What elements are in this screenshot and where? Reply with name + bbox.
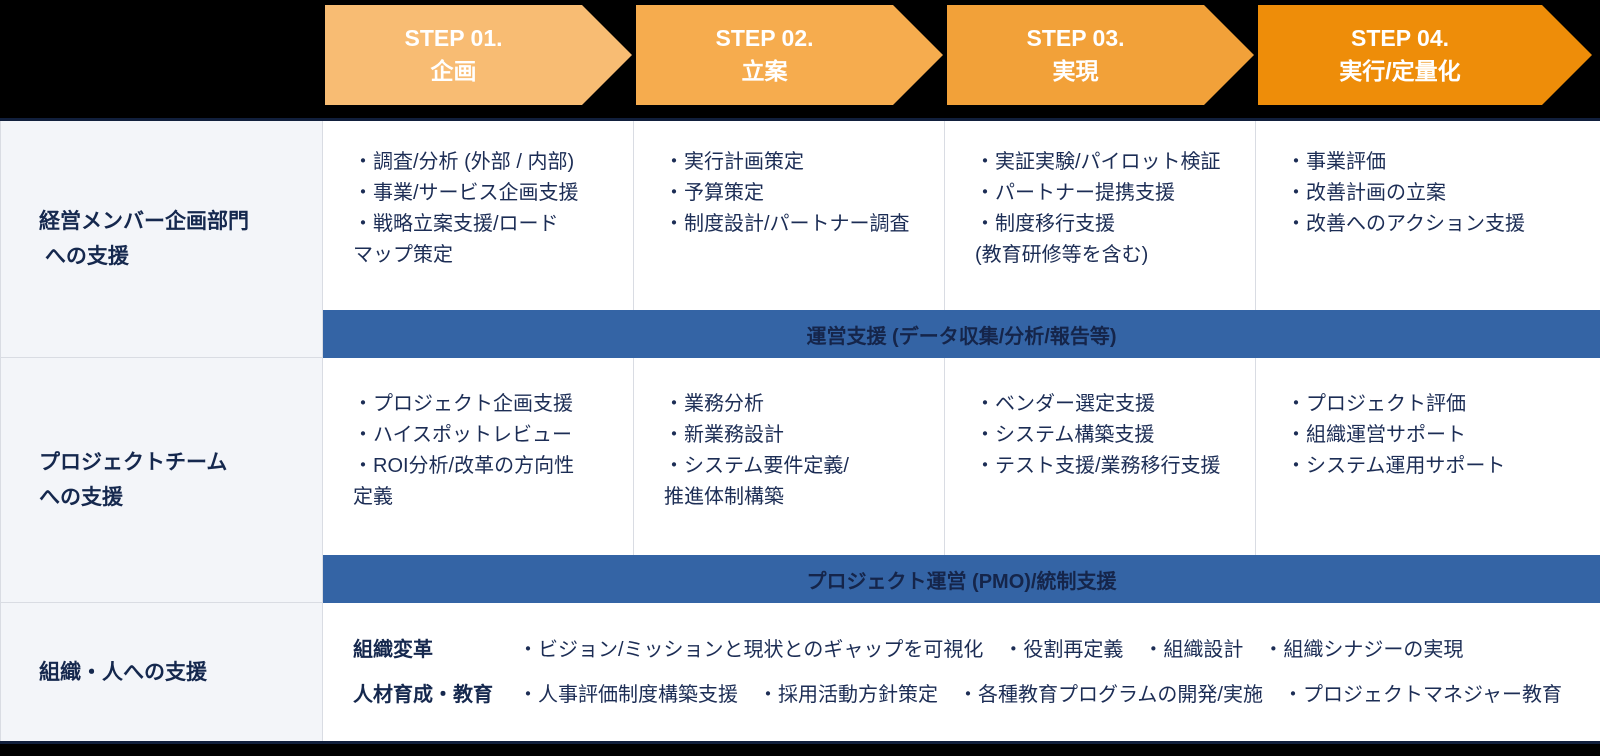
- org-transformation-heading: 組織変革: [353, 638, 433, 661]
- banner-operations-support: 運営支援 (データ収集/分析/報告等): [323, 310, 1600, 358]
- org-transformation-line: 組織変革 ・ビジョン/ミッションと現状とのギャップを可視化 ・役割再定義 ・組織…: [353, 635, 1600, 665]
- cell-org-people: 組織変革 ・ビジョン/ミッションと現状とのギャップを可視化 ・役割再定義 ・組織…: [323, 603, 1600, 741]
- step-arrow-2: STEP 02. 立案: [636, 5, 943, 105]
- cell-project-step2: ・業務分析 ・新業務設計 ・システム要件定義/ 推進体制構築: [634, 358, 945, 555]
- cell-management-step2: ・実行計画策定 ・予算策定 ・制度設計/パートナー調査: [634, 121, 945, 310]
- banner-pmo-support: プロジェクト運営 (PMO)/統制支援: [323, 555, 1600, 603]
- hr-development-line: 人材育成・教育 ・人事評価制度構築支援 ・採用活動方針策定 ・各種教育プログラム…: [353, 680, 1600, 710]
- table-top-border: [0, 118, 1600, 121]
- cell-management-step1: ・調査/分析 (外部 / 内部) ・事業/サービス企画支援 ・戦略立案支援/ロー…: [323, 121, 634, 310]
- step-2-title: STEP 02.: [715, 25, 814, 51]
- step-1-subtitle: 企画: [430, 58, 477, 84]
- cell-project-step4: ・プロジェクト評価 ・組織運営サポート ・システム運用サポート: [1256, 358, 1600, 555]
- step-1-title: STEP 01.: [404, 25, 503, 51]
- hr-development-heading: 人材育成・教育: [353, 683, 493, 706]
- cell-management-step3: ・実証実験/パイロット検証 ・パートナー提携支援 ・制度移行支援 (教育研修等を…: [945, 121, 1256, 310]
- step-arrow-4: STEP 04. 実行/定量化: [1258, 5, 1592, 105]
- cell-project-step3: ・ベンダー選定支援 ・システム構築支援 ・テスト支援/業務移行支援: [945, 358, 1256, 555]
- hr-development-items: ・人事評価制度構築支援 ・採用活動方針策定 ・各種教育プログラムの開発/実施 ・…: [518, 683, 1562, 706]
- step-4-title: STEP 04.: [1350, 25, 1450, 51]
- step-arrow-1: STEP 01. 企画: [325, 5, 632, 105]
- step-2-subtitle: 立案: [741, 58, 788, 84]
- step-arrow-3: STEP 03. 実現: [947, 5, 1254, 105]
- step-3-title: STEP 03.: [1026, 25, 1125, 51]
- cell-project-step1: ・プロジェクト企画支援 ・ハイスポットレビュー ・ROI分析/改革の方向性 定義: [323, 358, 634, 555]
- row-label-management-planning: 経営メンバー企画部門 への支援: [0, 121, 323, 358]
- table-bottom-border: [0, 741, 1600, 744]
- row-label-org-people: 組織・人への支援: [0, 603, 323, 741]
- step-4-subtitle: 実行/定量化: [1339, 58, 1461, 84]
- cell-management-step4: ・事業評価 ・改善計画の立案 ・改善へのアクション支援: [1256, 121, 1600, 310]
- org-transformation-items: ・ビジョン/ミッションと現状とのギャップを可視化 ・役割再定義 ・組織設計 ・組…: [518, 638, 1464, 661]
- step-3-subtitle: 実現: [1052, 58, 1099, 84]
- row-label-project-team: プロジェクトチーム への支援: [0, 358, 323, 603]
